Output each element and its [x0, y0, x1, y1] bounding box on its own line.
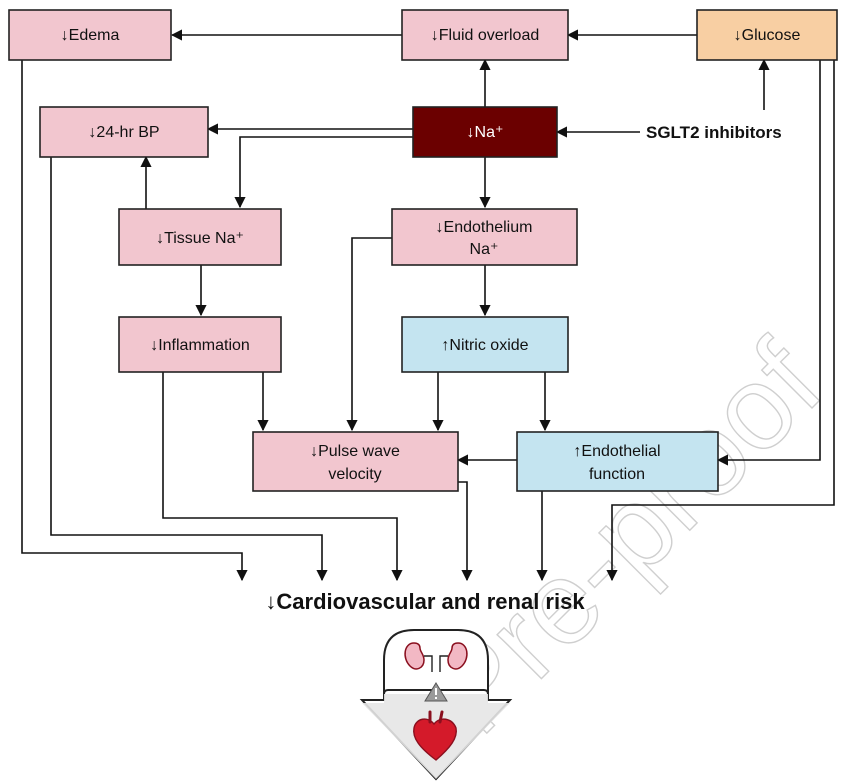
edge-inflammation-to-outcome [162, 372, 403, 582]
node-glucose: ↓Glucose [696, 9, 838, 61]
node-endothelium-na-line1: ↓Endothelium [436, 219, 533, 236]
node-tissue-na-label: ↓Tissue Na⁺ [156, 230, 244, 247]
node-endothelial-line2: function [589, 466, 645, 483]
edge-glucose-to-outcome [606, 60, 835, 582]
node-glucose-label: ↓Glucose [734, 27, 801, 44]
node-nitric-oxide: ↑Nitric oxide [401, 316, 569, 373]
heart-icon [413, 710, 457, 761]
node-endothelial-line1: ↑Endothelial [573, 443, 660, 460]
node-inflammation: ↓Inflammation [118, 316, 282, 373]
node-pulse-wave-line1: ↓Pulse wave [310, 443, 400, 460]
node-edema-label: ↓Edema [61, 27, 120, 44]
node-pulse-wave-line2: velocity [328, 466, 381, 483]
edge-bp-to-outcome [50, 157, 328, 582]
node-pulse-wave-velocity: ↓Pulse wave velocity [252, 431, 459, 492]
node-24hr-bp: ↓24-hr BP [39, 106, 209, 158]
node-fluid-overload-label: ↓Fluid overload [431, 27, 540, 44]
node-edema: ↓Edema [8, 9, 172, 61]
edges [21, 29, 835, 582]
edge-glucose-to-endothelial [716, 60, 821, 466]
outcome-title: ↓Cardiovascular and renal risk [265, 589, 585, 614]
edge-pwv-to-outcome [458, 481, 473, 582]
edge-endothelium-to-pwv [346, 237, 392, 432]
node-fluid-overload: ↓Fluid overload [401, 9, 569, 61]
node-nitric-oxide-label: ↑Nitric oxide [441, 337, 528, 354]
edge-edema-to-outcome [21, 60, 248, 582]
warning-icon [424, 682, 448, 702]
node-endothelial-function: ↑Endothelial function [516, 431, 719, 492]
node-endothelium-na-line2: Na⁺ [470, 241, 499, 258]
node-sodium-label: ↓Na⁺ [467, 124, 504, 141]
edge-na-to-tissue [234, 136, 413, 209]
node-sodium: ↓Na⁺ [412, 106, 558, 158]
node-24hr-bp-label: ↓24-hr BP [88, 124, 159, 141]
sglt2-label: SGLT2 inhibitors [646, 123, 782, 142]
node-endothelium-na: ↓Endothelium Na⁺ [391, 208, 578, 266]
node-inflammation-label: ↓Inflammation [150, 337, 250, 354]
kidney-icon [404, 642, 468, 672]
node-tissue-na: ↓Tissue Na⁺ [118, 208, 282, 266]
